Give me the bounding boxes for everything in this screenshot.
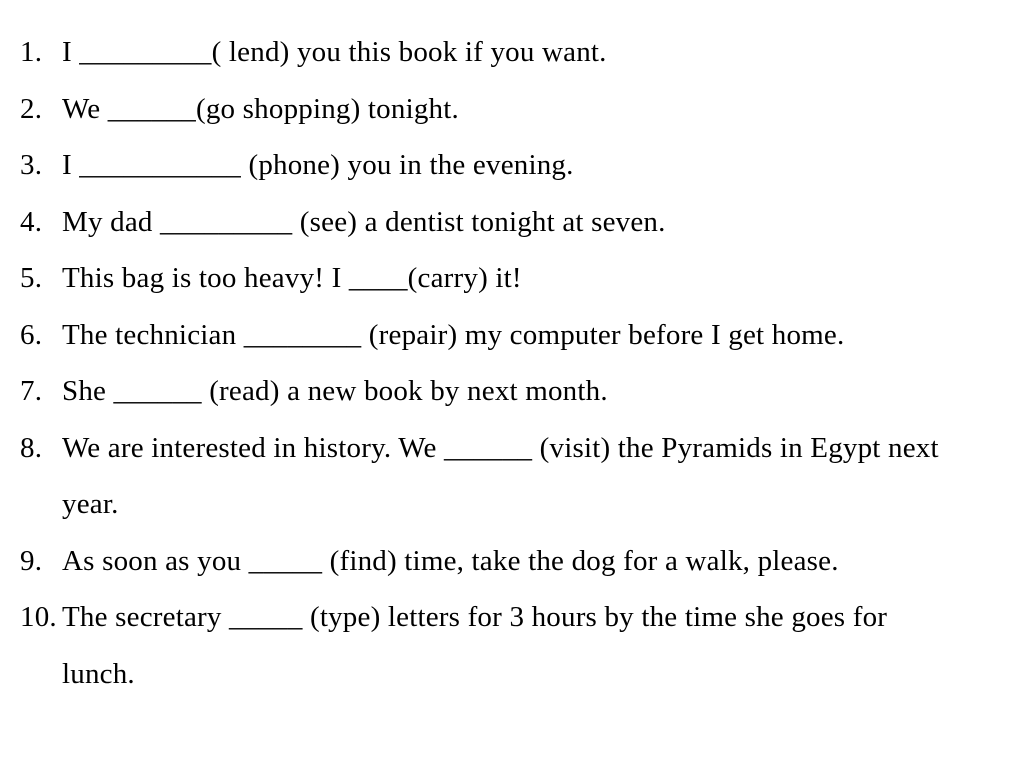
- list-item: 5. This bag is too heavy! I ____(carry) …: [20, 250, 1000, 307]
- item-body: She ______ (read) a new book by next mon…: [62, 363, 1000, 420]
- list-item: 1. I _________( lend) you this book if y…: [20, 24, 1000, 81]
- item-text: We are interested in history. We ______ …: [62, 431, 939, 464]
- item-body: The secretary _____ (type) letters for 3…: [62, 589, 1000, 702]
- item-text-continued: lunch.: [62, 657, 135, 690]
- item-number: 8.: [20, 431, 43, 464]
- list-item: 10. The secretary _____ (type) letters f…: [20, 589, 1000, 702]
- item-text: As soon as you _____ (find) time, take t…: [62, 544, 839, 577]
- item-body: We are interested in history. We ______ …: [62, 420, 1000, 533]
- item-body: This bag is too heavy! I ____(carry) it!: [62, 250, 1000, 307]
- item-body: I ___________ (phone) you in the evening…: [62, 137, 1000, 194]
- item-number: 2.: [20, 92, 43, 125]
- item-number: 6.: [20, 318, 43, 351]
- item-number: 9.: [20, 544, 43, 577]
- item-number: 4.: [20, 205, 43, 238]
- item-number: 3.: [20, 149, 43, 181]
- item-text: She ______ (read) a new book by next mon…: [62, 375, 608, 407]
- item-text: I ___________ (phone) you in the evening…: [62, 149, 574, 181]
- list-item: 3. I ___________ (phone) you in the even…: [20, 137, 1000, 194]
- list-item: 6. The technician ________ (repair) my c…: [20, 307, 1000, 364]
- item-text: We ______(go shopping) tonight.: [62, 92, 459, 125]
- item-text: The secretary _____ (type) letters for 3…: [62, 601, 888, 633]
- item-number: 1.: [20, 36, 43, 68]
- exercise-list: 1. I _________( lend) you this book if y…: [20, 24, 1000, 702]
- list-item: 9. As soon as you _____ (find) time, tak…: [20, 533, 1000, 590]
- item-text-continued: year.: [62, 488, 119, 520]
- item-body: My dad _________ (see) a dentist tonight…: [62, 194, 1000, 251]
- list-item: 2. We ______(go shopping) tonight.: [20, 81, 1000, 138]
- item-text: The technician ________ (repair) my comp…: [62, 318, 845, 351]
- list-item: 7. She ______ (read) a new book by next …: [20, 363, 1000, 420]
- item-number: 5.: [20, 262, 43, 294]
- item-number: 7.: [20, 375, 43, 407]
- item-body: The technician ________ (repair) my comp…: [62, 307, 1000, 364]
- item-number: 10.: [20, 601, 57, 633]
- item-body: I _________( lend) you this book if you …: [62, 24, 1000, 81]
- item-text: I _________( lend) you this book if you …: [62, 36, 607, 68]
- list-item: 4. My dad _________ (see) a dentist toni…: [20, 194, 1000, 251]
- item-text: This bag is too heavy! I ____(carry) it!: [62, 262, 522, 294]
- item-body: As soon as you _____ (find) time, take t…: [62, 533, 1000, 590]
- list-item: 8. We are interested in history. We ____…: [20, 420, 1000, 533]
- item-body: We ______(go shopping) tonight.: [62, 81, 1000, 138]
- item-text: My dad _________ (see) a dentist tonight…: [62, 205, 666, 238]
